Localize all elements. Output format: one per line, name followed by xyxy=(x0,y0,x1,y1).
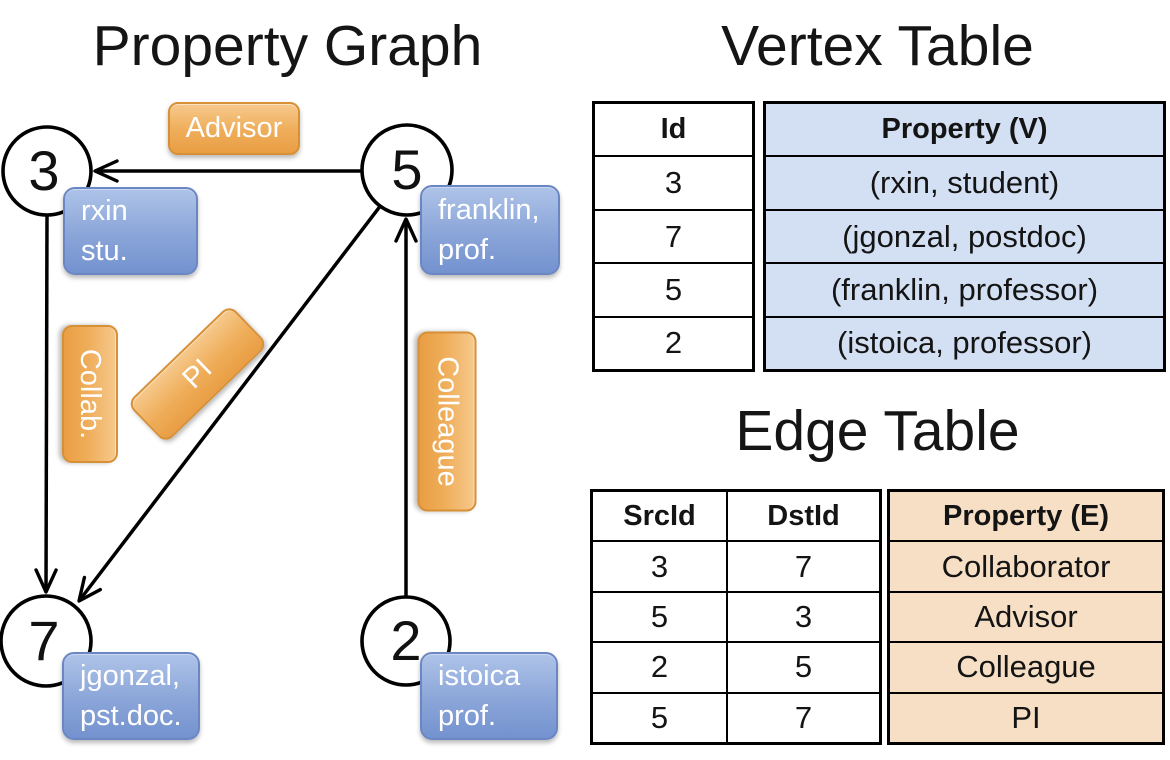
edge-table-src-header: SrcId xyxy=(623,499,696,532)
vertex-property-box-2: istoica prof. xyxy=(420,652,558,740)
table-cell: 5 xyxy=(726,643,879,692)
edge-label-collab: Collab. xyxy=(62,325,118,463)
vertex-table-property-column: Property (V) (rxin, student) (jgonzal, p… xyxy=(763,101,1166,372)
table-cell: 3 xyxy=(650,548,669,584)
edge-label-advisor: Advisor xyxy=(168,102,300,155)
table-cell: 5 xyxy=(595,262,752,315)
vertex-property-line: istoica xyxy=(438,660,521,692)
edge-table-dst-header: DstId xyxy=(726,492,879,541)
edge-label-colleague: Colleague xyxy=(417,331,477,512)
table-cell: 3 xyxy=(726,592,879,642)
edge-table-property-header: Property (E) xyxy=(943,499,1109,532)
table-cell: PI xyxy=(890,691,1162,742)
edge-collab-3-to-7 xyxy=(34,215,58,594)
vertex-property-line: prof. xyxy=(438,234,497,266)
vertex-property-box-3: rxin stu. xyxy=(63,187,198,275)
vertex-property-line: rxin xyxy=(81,195,128,227)
vertex-property-line: pst.doc. xyxy=(80,700,182,732)
table-cell: 2 xyxy=(595,315,752,369)
vertex-property-box-5: franklin, prof. xyxy=(420,185,560,275)
table-cell: (rxin, student) xyxy=(766,155,1163,208)
table-cell: Advisor xyxy=(890,590,1162,641)
table-cell: 5 xyxy=(650,699,669,735)
table-cell: Collaborator xyxy=(890,540,1162,590)
node-id-5: 5 xyxy=(391,138,422,201)
edge-table-id-columns: SrcId DstId 3 7 5 3 2 5 5 7 xyxy=(590,489,882,745)
vertex-table-property-header: Property (V) xyxy=(881,113,1048,146)
vertex-property-line: stu. xyxy=(81,235,128,267)
property-graph-title: Property Graph xyxy=(92,14,483,78)
edge-pi-5-to-7 xyxy=(77,203,383,603)
table-cell: (jgonzal, postdoc) xyxy=(766,208,1163,262)
table-cell: 5 xyxy=(650,599,669,635)
table-cell: 7 xyxy=(595,208,752,262)
table-cell: 2 xyxy=(650,649,669,685)
vertex-table-id-column: Id 3 7 5 2 xyxy=(592,101,755,372)
table-cell: 7 xyxy=(726,693,879,743)
table-cell: 7 xyxy=(726,542,879,591)
vertex-table-id-header: Id xyxy=(660,113,687,146)
table-cell: (istoica, professor) xyxy=(766,315,1163,369)
table-cell: 3 xyxy=(595,155,752,208)
edge-table-property-column: Property (E) Collaborator Advisor Collea… xyxy=(887,489,1165,745)
edge-table-title: Edge Table xyxy=(735,399,1020,463)
vertex-property-line: prof. xyxy=(438,700,497,732)
vertex-property-box-7: jgonzal, pst.doc. xyxy=(62,652,200,740)
vertex-table-title: Vertex Table xyxy=(721,14,1034,78)
node-id-7: 7 xyxy=(28,609,59,672)
table-cell: Colleague xyxy=(890,641,1162,691)
node-id-2: 2 xyxy=(390,609,421,672)
vertex-property-line: jgonzal, xyxy=(80,660,180,692)
table-cell: (franklin, professor) xyxy=(766,262,1163,315)
vertex-property-line: franklin, xyxy=(438,194,540,226)
node-id-3: 3 xyxy=(28,139,59,202)
